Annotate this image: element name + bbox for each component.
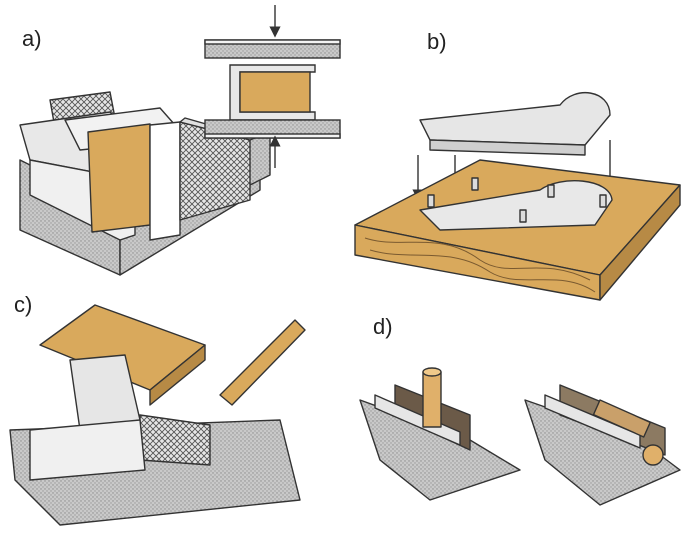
- panel-label-a: a): [22, 26, 42, 51]
- panel-d-right-vise: [524, 384, 681, 506]
- pin-3: [519, 209, 527, 223]
- rod-d2: [592, 399, 651, 438]
- panel-b-template: [354, 91, 681, 301]
- pin-5: [599, 194, 607, 208]
- panel-label-b: b): [427, 29, 447, 54]
- pin-2: [471, 177, 479, 191]
- wood-core: [239, 71, 311, 113]
- right-jaw: [149, 121, 181, 241]
- panel-label-c: c): [14, 292, 33, 317]
- panel-c-vise: [9, 304, 306, 526]
- wood-workpiece-a: [87, 123, 151, 233]
- panel-label-d: d): [373, 314, 393, 339]
- template-cutout: [419, 180, 613, 231]
- panel-a-clamp-detail: [204, 5, 341, 168]
- pin-4: [547, 184, 555, 198]
- wood-strip-c: [219, 319, 306, 406]
- panel-d-left-vise: [359, 367, 521, 501]
- rod-d1: [422, 371, 442, 428]
- pin-1: [427, 194, 435, 208]
- template-plate: [419, 91, 611, 146]
